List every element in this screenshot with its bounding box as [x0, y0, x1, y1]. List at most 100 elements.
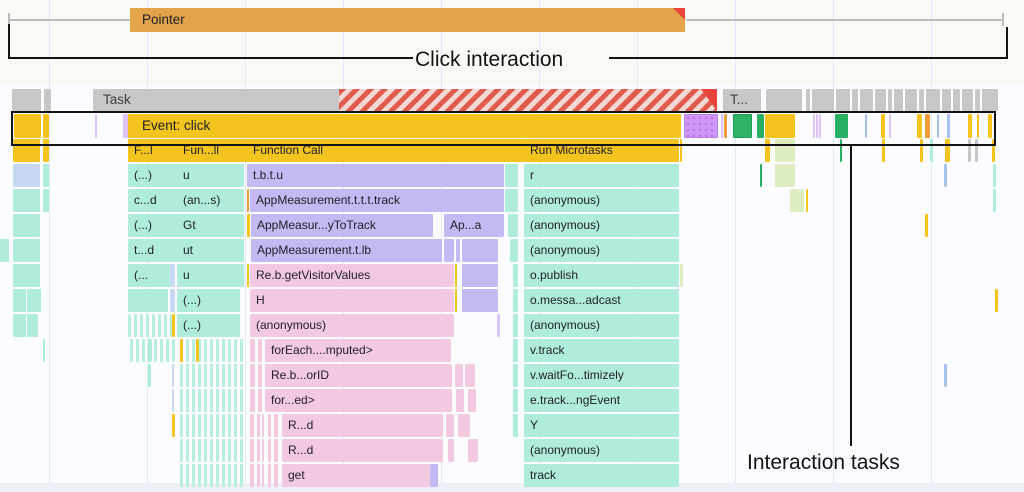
flame-bar-fragment[interactable] — [43, 189, 49, 212]
flame-bar-fragment[interactable] — [14, 114, 41, 138]
flame-bar-fragment[interactable] — [250, 339, 255, 362]
flame-bar-fragment[interactable] — [180, 364, 245, 387]
flame-bar-fragment[interactable] — [676, 289, 679, 312]
flame-bar[interactable]: AppMeasurement.t.lb — [251, 239, 434, 262]
flame-bar-fragment[interactable] — [257, 414, 260, 437]
flame-bar-fragment[interactable] — [510, 239, 518, 262]
flame-bar-fragment[interactable] — [852, 89, 858, 111]
flame-bar-fragment[interactable] — [258, 364, 262, 387]
flame-bar-fragment[interactable] — [995, 289, 998, 312]
flame-bar[interactable]: Gt — [177, 214, 240, 237]
flame-bar-fragment[interactable] — [511, 139, 516, 162]
flame-bar-fragment[interactable] — [250, 464, 254, 487]
flame-bar-fragment[interactable] — [148, 364, 151, 387]
flame-bar-fragment[interactable] — [676, 439, 679, 462]
flame-bar-fragment[interactable] — [757, 114, 764, 138]
flame-bar-fragment[interactable] — [43, 339, 45, 362]
flame-bar-fragment[interactable] — [765, 139, 770, 162]
flame-bar-fragment[interactable] — [465, 364, 475, 387]
flame-bar-fragment[interactable] — [170, 289, 175, 312]
flame-bar-fragment[interactable] — [806, 189, 808, 212]
flame-bar-fragment[interactable] — [925, 114, 930, 138]
flame-bar-fragment[interactable] — [458, 414, 470, 437]
flame-bar-fragment[interactable] — [926, 89, 940, 111]
flame-bar-fragment[interactable] — [433, 414, 443, 437]
flame-bar-fragment[interactable] — [13, 264, 40, 287]
flame-bar-fragment[interactable] — [962, 89, 973, 111]
flame-bar[interactable]: (...) — [177, 289, 240, 312]
flame-bar-fragment[interactable] — [865, 114, 867, 138]
flame-bar[interactable]: Re.b.getVisitorValues — [250, 264, 454, 287]
flame-bar[interactable]: forEach....mputed> — [265, 339, 451, 362]
flame-bar-fragment[interactable] — [676, 239, 679, 262]
flame-bar[interactable]: r — [524, 164, 679, 187]
flame-bar-fragment[interactable] — [680, 139, 682, 162]
flame-bar-fragment[interactable] — [247, 214, 250, 237]
flame-bar-fragment[interactable] — [262, 414, 264, 437]
flame-bar-fragment[interactable] — [676, 189, 679, 212]
flame-bar-fragment[interactable] — [942, 89, 951, 111]
flame-bar[interactable]: (anonymous) — [524, 214, 679, 237]
flame-bar-fragment[interactable] — [446, 414, 454, 437]
flame-bar[interactable]: o.messa...adcast — [524, 289, 679, 312]
task-bar-truncated[interactable]: T... — [723, 89, 761, 111]
flame-bar-fragment[interactable] — [860, 89, 873, 111]
flame-bar[interactable]: o.publish — [524, 264, 679, 287]
flame-bar[interactable]: (anonymous) — [524, 314, 679, 337]
flame-bar-fragment[interactable] — [236, 214, 244, 237]
flame-bar-fragment[interactable] — [250, 414, 254, 437]
flame-bar-fragment[interactable] — [968, 139, 971, 162]
flame-bar-fragment[interactable] — [225, 239, 244, 262]
flame-bar-fragment[interactable] — [250, 389, 255, 412]
flame-bar[interactable]: H — [250, 289, 454, 312]
flame-bar-fragment[interactable] — [148, 339, 152, 362]
flame-bar-fragment[interactable] — [676, 314, 679, 337]
flame-bar-fragment[interactable] — [919, 89, 924, 111]
flame-bar-fragment[interactable] — [888, 89, 892, 111]
flame-bar-fragment[interactable] — [180, 339, 245, 362]
flame-bar-fragment[interactable] — [676, 464, 679, 487]
flame-bar-fragment[interactable] — [123, 114, 128, 138]
flame-bar-fragment[interactable] — [0, 239, 9, 262]
flame-bar-fragment[interactable] — [433, 439, 443, 462]
flame-bar-fragment[interactable] — [513, 289, 518, 312]
flame-bar-fragment[interactable] — [993, 189, 996, 212]
flame-bar-fragment[interactable] — [27, 289, 41, 312]
flame-bar-fragment[interactable] — [513, 189, 518, 212]
flame-bar-fragment[interactable] — [497, 314, 500, 337]
flame-bar-fragment[interactable] — [816, 114, 818, 138]
flame-bar[interactable]: Re.b...orID — [265, 364, 443, 387]
flame-bar-fragment[interactable] — [836, 89, 850, 111]
task-bar[interactable]: Task — [93, 89, 717, 111]
flame-bar-fragment[interactable] — [250, 439, 254, 462]
flame-bar-fragment[interactable] — [944, 164, 947, 187]
flame-bar-fragment[interactable] — [180, 439, 245, 462]
flame-bar-fragment[interactable] — [218, 264, 244, 287]
flame-bar-fragment[interactable] — [840, 139, 842, 162]
flame-bar-fragment[interactable] — [44, 89, 51, 111]
flame-bar[interactable]: (...) — [177, 314, 240, 337]
flame-bar[interactable]: (anonymous) — [524, 439, 679, 462]
flame-bar-fragment[interactable] — [993, 164, 996, 187]
flame-bar-fragment[interactable] — [684, 114, 718, 138]
flame-bar-fragment[interactable] — [513, 264, 518, 287]
flame-bar-fragment[interactable] — [513, 414, 518, 437]
flame-bar-fragment[interactable] — [258, 339, 262, 362]
flame-bar-fragment[interactable] — [12, 89, 41, 111]
flame-bar-fragment[interactable] — [262, 439, 264, 462]
flame-bar[interactable]: R...d — [282, 439, 434, 462]
flame-bar-fragment[interactable] — [43, 114, 49, 138]
flame-bar-fragment[interactable] — [180, 339, 183, 362]
flame-bar-fragment[interactable] — [172, 314, 175, 337]
flame-bar-fragment[interactable] — [95, 114, 97, 138]
flame-bar-fragment[interactable] — [456, 389, 464, 412]
flame-bar[interactable]: AppMeasurement.t.t.t.track — [250, 189, 504, 212]
flame-bar[interactable]: v.waitFo...timizely — [524, 364, 679, 387]
flame-bar-fragment[interactable] — [13, 189, 40, 212]
flame-bar-fragment[interactable] — [676, 389, 679, 412]
flame-bar-fragment[interactable] — [468, 439, 478, 462]
flame-bar-fragment[interactable] — [947, 114, 950, 138]
flame-bar-fragment[interactable] — [505, 139, 509, 162]
flame-bar[interactable]: ut — [177, 239, 228, 262]
flame-bar-fragment[interactable] — [905, 89, 917, 111]
